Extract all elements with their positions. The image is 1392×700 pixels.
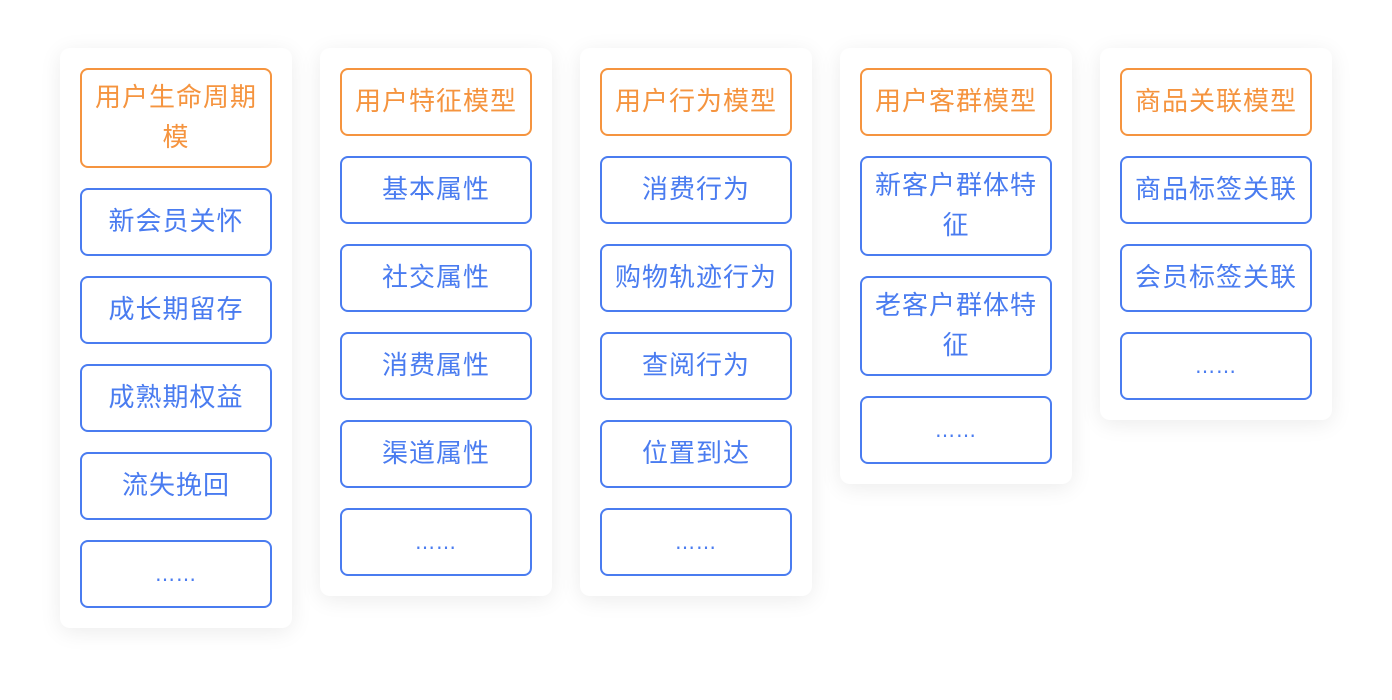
item-label: 社交属性 (381, 263, 490, 293)
item-more[interactable]: …… (600, 508, 792, 576)
item-label: 流失挽回 (121, 471, 230, 501)
header-label: 商品关联模型 (1134, 87, 1297, 117)
item-label: 查阅行为 (641, 351, 750, 381)
item-growth-retention[interactable]: 成长期留存 (80, 276, 272, 344)
item-label: 新会员关怀 (108, 207, 244, 237)
item-label: 消费行为 (641, 175, 750, 205)
item-mature-benefits[interactable]: 成熟期权益 (80, 364, 272, 432)
item-label: 购物轨迹行为 (614, 263, 777, 293)
item-more[interactable]: …… (860, 396, 1052, 464)
header-label: 用户生命周期模 (94, 83, 257, 153)
item-new-member-care[interactable]: 新会员关怀 (80, 188, 272, 256)
card-lifecycle-model: 用户生命周期模 新会员关怀 成长期留存 成熟期权益 流失挽回 …… (60, 48, 292, 628)
item-label: …… (1195, 354, 1237, 378)
item-label: 老客户群体特征 (874, 291, 1037, 361)
item-label: 新客户群体特征 (874, 171, 1037, 241)
item-label: 基本属性 (381, 175, 490, 205)
item-channel-attributes[interactable]: 渠道属性 (340, 420, 532, 488)
card-feature-model: 用户特征模型 基本属性 社交属性 消费属性 渠道属性 …… (320, 48, 552, 596)
item-more[interactable]: …… (340, 508, 532, 576)
item-label: 会员标签关联 (1134, 263, 1297, 293)
item-product-tag-association[interactable]: 商品标签关联 (1120, 156, 1312, 224)
header-segment-model[interactable]: 用户客群模型 (860, 68, 1052, 136)
item-label: …… (415, 530, 457, 554)
item-label: 消费属性 (381, 351, 490, 381)
item-browsing-behavior[interactable]: 查阅行为 (600, 332, 792, 400)
item-label: …… (675, 530, 717, 554)
header-label: 用户行为模型 (614, 87, 777, 117)
header-label: 用户客群模型 (874, 87, 1037, 117)
item-label: 渠道属性 (381, 439, 490, 469)
header-label: 用户特征模型 (354, 87, 517, 117)
header-lifecycle-model[interactable]: 用户生命周期模 (80, 68, 272, 168)
header-feature-model[interactable]: 用户特征模型 (340, 68, 532, 136)
item-more[interactable]: …… (80, 540, 272, 608)
item-member-tag-association[interactable]: 会员标签关联 (1120, 244, 1312, 312)
item-label: 商品标签关联 (1134, 175, 1297, 205)
item-label: 成长期留存 (108, 295, 244, 325)
card-product-association-model: 商品关联模型 商品标签关联 会员标签关联 …… (1100, 48, 1332, 420)
header-behavior-model[interactable]: 用户行为模型 (600, 68, 792, 136)
header-product-association-model[interactable]: 商品关联模型 (1120, 68, 1312, 136)
item-label: 位置到达 (641, 439, 750, 469)
item-label: …… (155, 562, 197, 586)
item-new-customer-segment[interactable]: 新客户群体特征 (860, 156, 1052, 256)
card-segment-model: 用户客群模型 新客户群体特征 老客户群体特征 …… (840, 48, 1072, 484)
item-social-attributes[interactable]: 社交属性 (340, 244, 532, 312)
item-more[interactable]: …… (1120, 332, 1312, 400)
card-behavior-model: 用户行为模型 消费行为 购物轨迹行为 查阅行为 位置到达 …… (580, 48, 812, 596)
item-label: 成熟期权益 (108, 383, 244, 413)
item-churn-recovery[interactable]: 流失挽回 (80, 452, 272, 520)
item-consumption-attributes[interactable]: 消费属性 (340, 332, 532, 400)
item-old-customer-segment[interactable]: 老客户群体特征 (860, 276, 1052, 376)
item-location-arrival[interactable]: 位置到达 (600, 420, 792, 488)
item-label: …… (935, 418, 977, 442)
item-basic-attributes[interactable]: 基本属性 (340, 156, 532, 224)
item-shopping-trajectory[interactable]: 购物轨迹行为 (600, 244, 792, 312)
item-consumption-behavior[interactable]: 消费行为 (600, 156, 792, 224)
